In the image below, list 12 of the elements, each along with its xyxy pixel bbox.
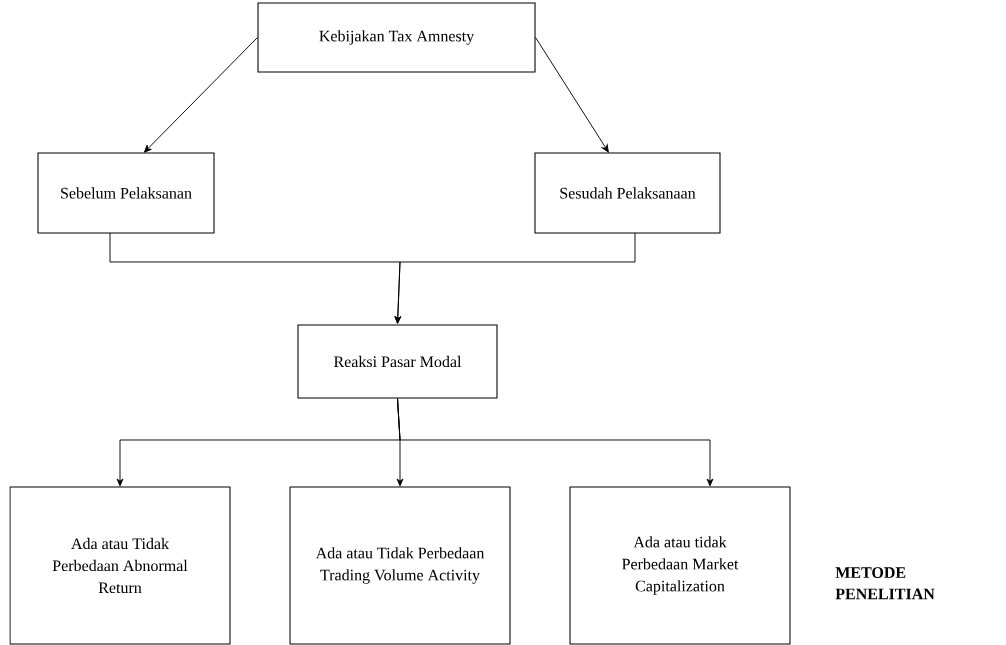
arrow	[397, 398, 714, 487]
process-box: Reaksi Pasar Modal	[297, 324, 498, 399]
arrow	[394, 232, 636, 324]
process-box: Sesudah Pelaksanaan	[534, 152, 721, 234]
process-box: Sebelum Pelaksanan	[37, 152, 215, 234]
process-box: Ada atau Tidak Perbedaan Trading Volume Activity	[289, 486, 511, 645]
arrow	[535, 37, 609, 153]
process-box: Ada atau tidak Perbedaan Market Capitalization	[569, 486, 791, 645]
arrow	[143, 37, 258, 153]
section-heading: METODE PENELITIAN	[835, 567, 935, 600]
process-box: Ada atau Tidak Perbedaan Abnormal Return	[9, 486, 231, 645]
process-box: Kebijakan Tax Amnesty	[257, 2, 536, 73]
